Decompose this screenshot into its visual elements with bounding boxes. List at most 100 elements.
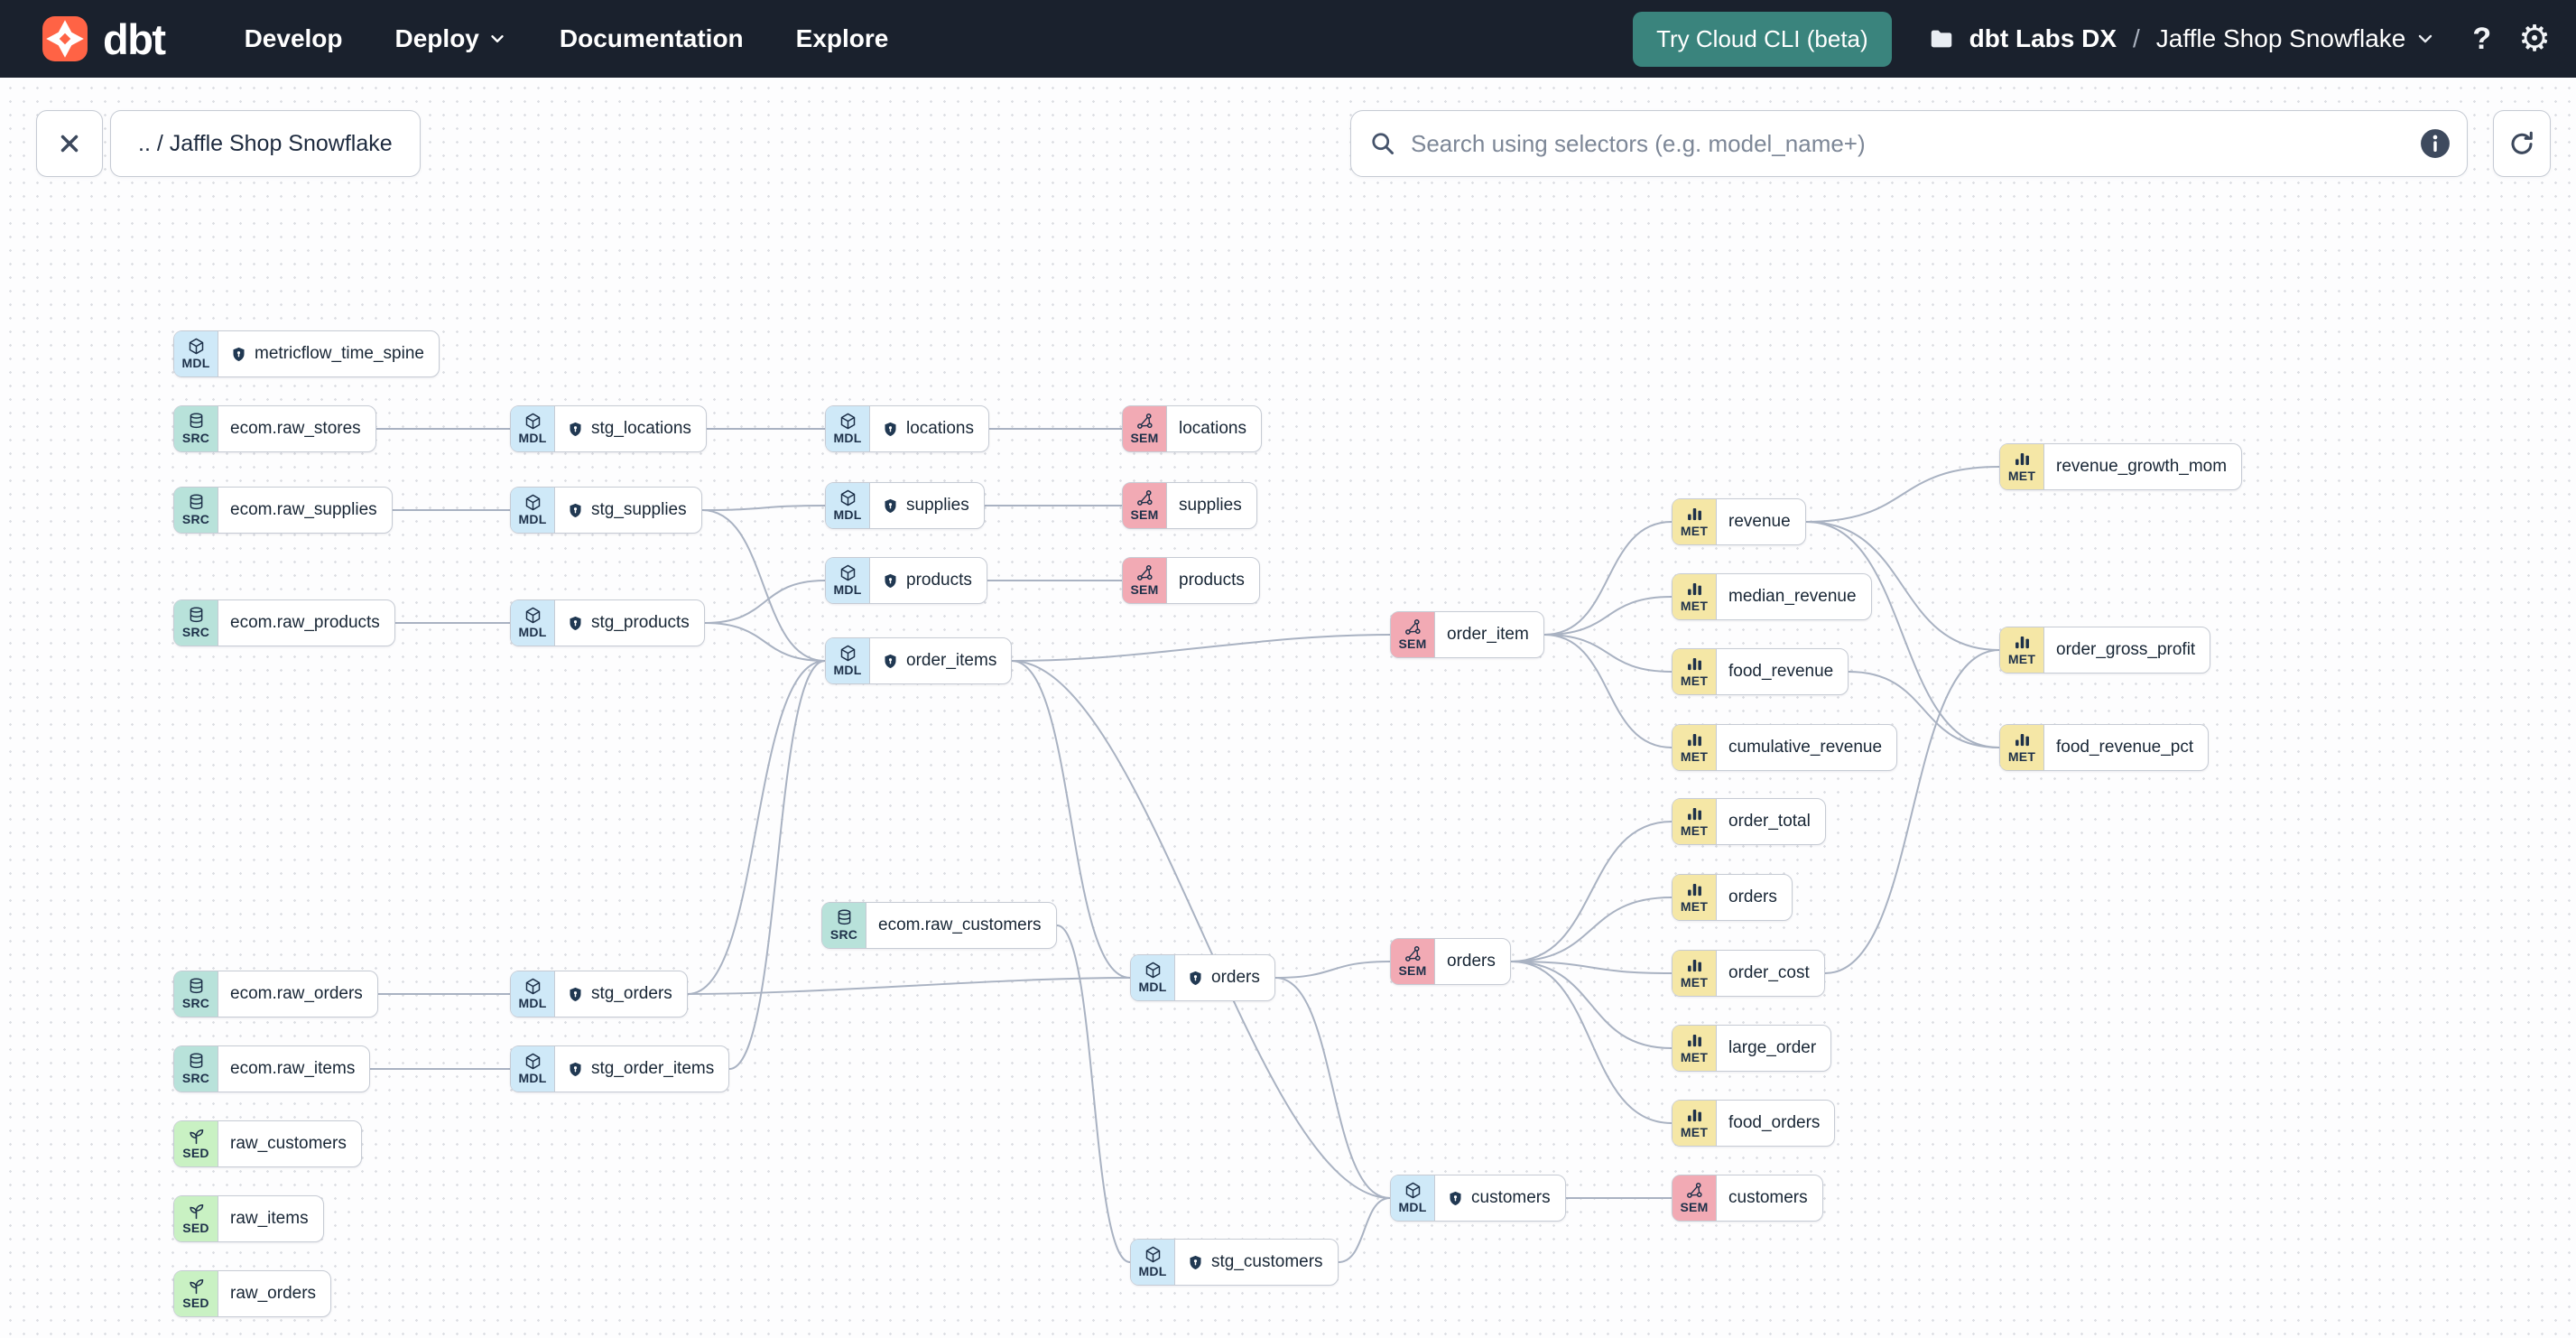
shield-icon: [1447, 1190, 1464, 1207]
node-body: customers: [1717, 1175, 1822, 1221]
nav-item-explore[interactable]: Explore: [795, 24, 889, 52]
node-type-badge: MET: [1673, 875, 1717, 920]
node-type-badge: MDL: [826, 558, 870, 603]
graph-node-customers_sem[interactable]: SEM customers: [1672, 1175, 1823, 1222]
node-type-badge: SRC: [174, 488, 218, 533]
environment-selector[interactable]: Jaffle Shop Snowflake: [2156, 24, 2437, 53]
seed-icon: [187, 1127, 206, 1146]
nav-item-documentation[interactable]: Documentation: [559, 24, 744, 52]
node-type-label: MDL: [518, 996, 547, 1011]
node-type-badge: MET: [1673, 951, 1717, 996]
close-lineage-button[interactable]: [36, 110, 103, 177]
graph-node-orders_sem[interactable]: SEM orders: [1390, 938, 1511, 985]
node-body: ecom.raw_supplies: [218, 488, 392, 533]
node-type-label: MDL: [1138, 1264, 1167, 1279]
node-body: metricflow_time_spine: [218, 331, 439, 376]
node-type-label: SEM: [1680, 1200, 1709, 1215]
node-body: ecom.raw_customers: [866, 903, 1056, 948]
node-body: raw_orders: [218, 1271, 330, 1316]
folder-icon: [1931, 30, 1951, 48]
gear-icon[interactable]: ⚙: [2518, 18, 2551, 60]
node-type-badge: MET: [1673, 1101, 1717, 1146]
model-cube-icon: [524, 977, 542, 996]
node-type-badge: SEM: [1391, 612, 1435, 657]
node-type-label: MET: [1680, 899, 1709, 915]
nav-item-develop[interactable]: Develop: [244, 24, 343, 52]
node-label: median_revenue: [1728, 587, 1857, 606]
selector-search[interactable]: [1350, 110, 2468, 177]
node-body: orders: [1717, 875, 1792, 920]
node-label: raw_customers: [230, 1134, 347, 1153]
shield-icon: [882, 421, 899, 438]
project-name[interactable]: dbt Labs DX: [1969, 24, 2117, 52]
node-type-badge: SRC: [174, 971, 218, 1017]
shield-icon: [882, 497, 899, 515]
graph-node-orders_mdl[interactable]: MDL orders: [1130, 954, 1275, 1001]
node-type-label: SEM: [1398, 963, 1427, 979]
semantic-model-icon: [1404, 944, 1422, 963]
dbt-logo[interactable]: dbt: [42, 15, 166, 62]
node-label: locations: [906, 419, 974, 438]
node-body: order_items: [870, 638, 1011, 683]
node-label: order_gross_profit: [2056, 640, 2196, 659]
node-type-badge: MDL: [1131, 955, 1175, 1000]
info-icon[interactable]: [2420, 128, 2451, 159]
node-type-badge: SEM: [1123, 483, 1167, 528]
node-label: ecom.raw_items: [230, 1059, 356, 1078]
node-type-label: MET: [2007, 749, 2036, 765]
node-type-label: SED: [182, 1221, 209, 1236]
help-icon[interactable]: ?: [2472, 22, 2492, 56]
refresh-lineage-button[interactable]: [2493, 110, 2551, 177]
lineage-breadcrumb[interactable]: .. / Jaffle Shop Snowflake: [110, 110, 421, 177]
node-label: orders: [1211, 968, 1260, 987]
node-type-badge: MET: [2000, 725, 2044, 770]
search-input[interactable]: [1409, 128, 2407, 159]
graph-node-raw_items_src[interactable]: SRC ecom.raw_items: [173, 1045, 371, 1092]
nav-item-deploy[interactable]: Deploy: [395, 24, 507, 53]
try-cloud-cli-button[interactable]: Try Cloud CLI (beta): [1633, 11, 1892, 67]
graph-node-orders_met[interactable]: MET orders: [1672, 874, 1793, 921]
node-label: stg_locations: [591, 419, 691, 438]
node-type-badge: MDL: [511, 600, 555, 646]
node-label: raw_items: [230, 1209, 309, 1228]
graph-node-raw_items_seed[interactable]: SED raw_items: [173, 1195, 324, 1242]
node-label: orders: [1447, 952, 1496, 971]
node-type-label: SRC: [181, 1071, 210, 1086]
project-breadcrumb: dbt Labs DX / Jaffle Shop Snowflake: [1928, 24, 2437, 53]
